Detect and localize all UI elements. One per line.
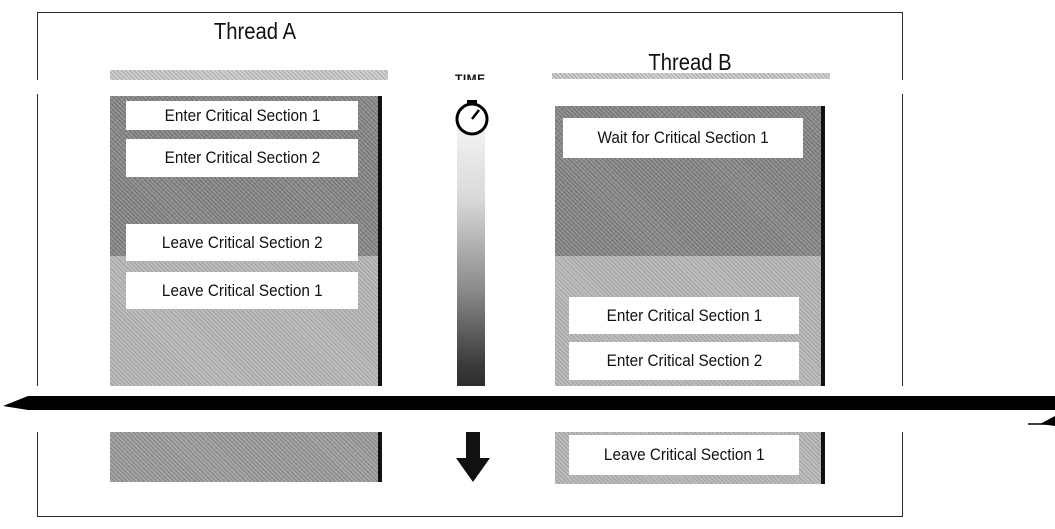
thread-a-title-rule bbox=[110, 70, 388, 81]
thread-a-step: Enter Critical Section 2 bbox=[126, 139, 358, 177]
time-gradient-bar bbox=[457, 125, 485, 425]
thread-b-step: Wait for Critical Section 1 bbox=[563, 118, 803, 158]
thread-b-step: Leave Critical Section 1 bbox=[569, 435, 799, 475]
thread-a-step: Leave Critical Section 2 bbox=[126, 224, 358, 261]
thread-b-title: Thread B bbox=[648, 49, 732, 75]
thread-a-title: Thread A bbox=[213, 18, 297, 44]
thread-b-title-rule bbox=[552, 73, 830, 79]
top-break-band bbox=[0, 80, 1055, 94]
thread-a-step: Leave Critical Section 1 bbox=[126, 272, 358, 309]
thread-b-step: Enter Critical Section 2 bbox=[569, 342, 799, 380]
thread-a-panel-tail bbox=[110, 432, 378, 482]
thread-a-step: Enter Critical Section 1 bbox=[126, 101, 358, 130]
thread-b-step: Enter Critical Section 1 bbox=[569, 297, 799, 334]
